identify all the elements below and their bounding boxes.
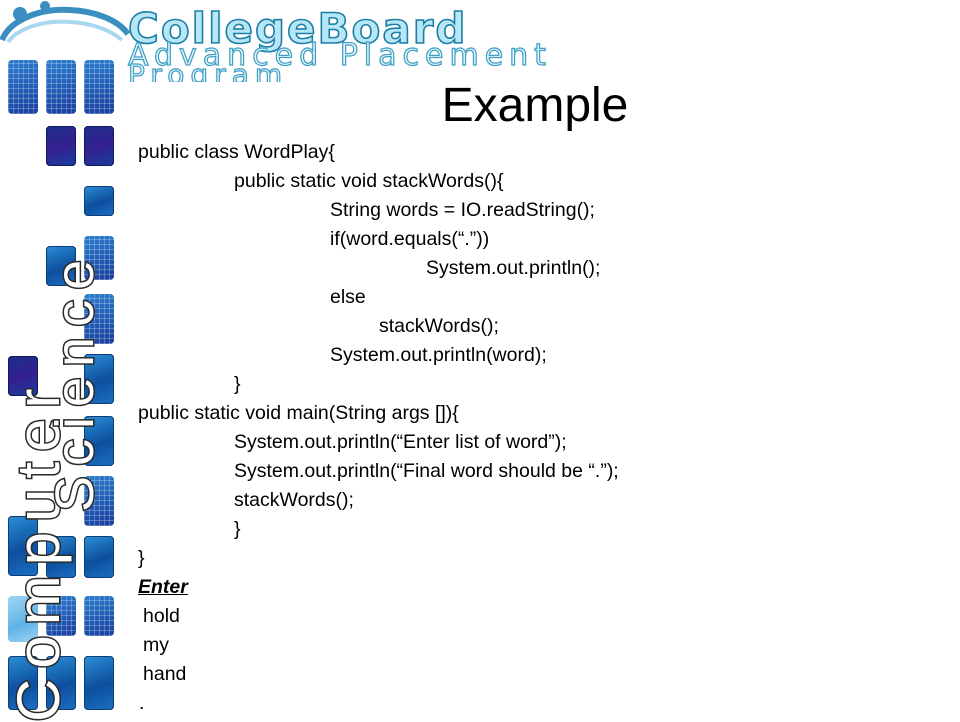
code-line: System.out.println(word); <box>330 344 547 366</box>
code-line: public class WordPlay{ <box>138 141 335 163</box>
decor-tile <box>8 516 38 576</box>
brand-name: CollegeBoard <box>127 3 468 54</box>
decor-tile <box>8 356 38 396</box>
brand-subtitle: Advanced Placement <box>127 37 552 73</box>
input-label: Enter <box>138 576 188 598</box>
collegeboard-banner: CollegeBoard Advanced Placement Program <box>0 0 960 82</box>
decor-tile <box>8 60 38 114</box>
decor-tile <box>84 236 114 280</box>
decor-tile <box>8 656 38 710</box>
code-line: public static void main(String args []){ <box>138 402 459 424</box>
input-line: hand <box>143 663 187 685</box>
code-line: } <box>234 518 241 540</box>
code-line: if(word.equals(“.”)) <box>330 228 490 250</box>
acorn-logo-icon <box>0 1 130 44</box>
decor-tile <box>46 536 76 578</box>
input-line: hold <box>143 605 180 627</box>
decor-tile <box>46 656 76 710</box>
code-line: public static void stackWords(){ <box>234 170 504 192</box>
decor-tile <box>84 354 114 404</box>
decor-tile <box>84 126 114 166</box>
code-line: System.out.println(); <box>426 257 601 279</box>
decor-tile <box>46 60 76 114</box>
code-line: } <box>234 373 241 395</box>
decor-tile <box>46 596 76 636</box>
slide-title: Example <box>441 79 629 132</box>
decor-tile <box>46 246 76 286</box>
science-word: Science <box>44 248 107 513</box>
decor-tile <box>84 476 114 526</box>
code-line: } <box>138 547 145 569</box>
input-line: my <box>143 634 169 656</box>
decor-tile <box>84 416 114 466</box>
brand-program: Program <box>127 57 289 82</box>
decor-tile <box>8 596 38 642</box>
code-line: stackWords(); <box>379 315 499 337</box>
code-line: System.out.println(“Final word should be… <box>234 460 619 482</box>
decor-tile <box>84 60 114 114</box>
code-line: else <box>330 286 366 308</box>
code-line: String words = IO.readString(); <box>330 199 595 221</box>
decorative-sidebar: Computer Science <box>0 56 120 722</box>
code-line: stackWords(); <box>234 489 354 511</box>
decor-tile <box>46 126 76 166</box>
decor-tile <box>84 656 114 710</box>
input-line: . <box>139 692 145 714</box>
code-line: System.out.println(“Enter list of word”)… <box>234 431 567 453</box>
decor-tile <box>84 294 114 344</box>
decor-tile <box>84 536 114 578</box>
decor-tile <box>84 596 114 636</box>
decor-tile <box>84 186 114 216</box>
